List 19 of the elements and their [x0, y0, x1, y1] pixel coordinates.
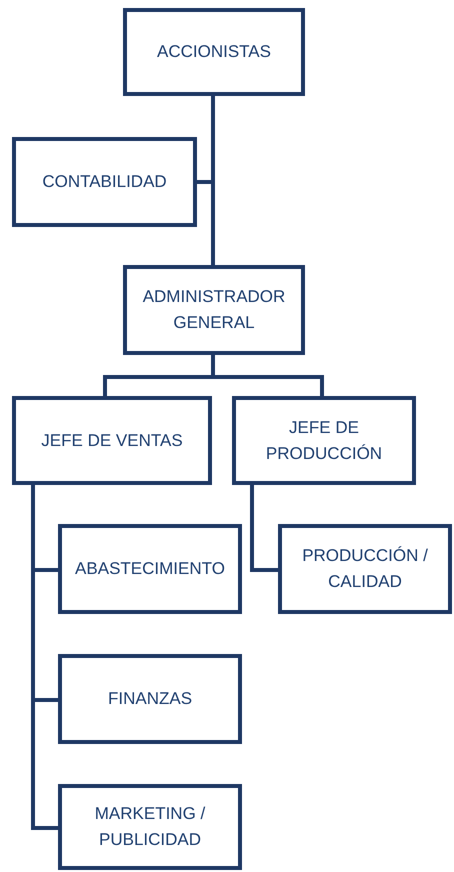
org-chart-box: [12, 396, 212, 485]
org-chart-box: [12, 137, 197, 227]
box-label: JEFE DE PRODUCCIÓN: [264, 416, 384, 464]
box-label: FINANZAS: [108, 688, 192, 710]
box-label: ABASTECIMIENTO: [75, 558, 225, 580]
box-label: MARKETING / PUBLICIDAD: [94, 803, 206, 851]
org-chart-box: [123, 265, 305, 355]
connector-line: [250, 485, 278, 572]
org-chart-box: [278, 524, 452, 614]
org-chart-box: [232, 396, 416, 485]
box-label: PRODUCCIÓN / CALIDAD: [301, 545, 429, 593]
box-label: ACCIONISTAS: [157, 41, 271, 63]
org-chart-box: [58, 524, 242, 614]
org-chart-box: [58, 654, 242, 744]
org-chart-box: [123, 8, 305, 96]
org-chart-box: [58, 784, 242, 870]
box-label: CONTABILIDAD: [42, 171, 167, 193]
box-label: JEFE DE VENTAS: [41, 430, 183, 452]
box-label: ADMINISTRADOR GENERAL: [142, 286, 286, 334]
